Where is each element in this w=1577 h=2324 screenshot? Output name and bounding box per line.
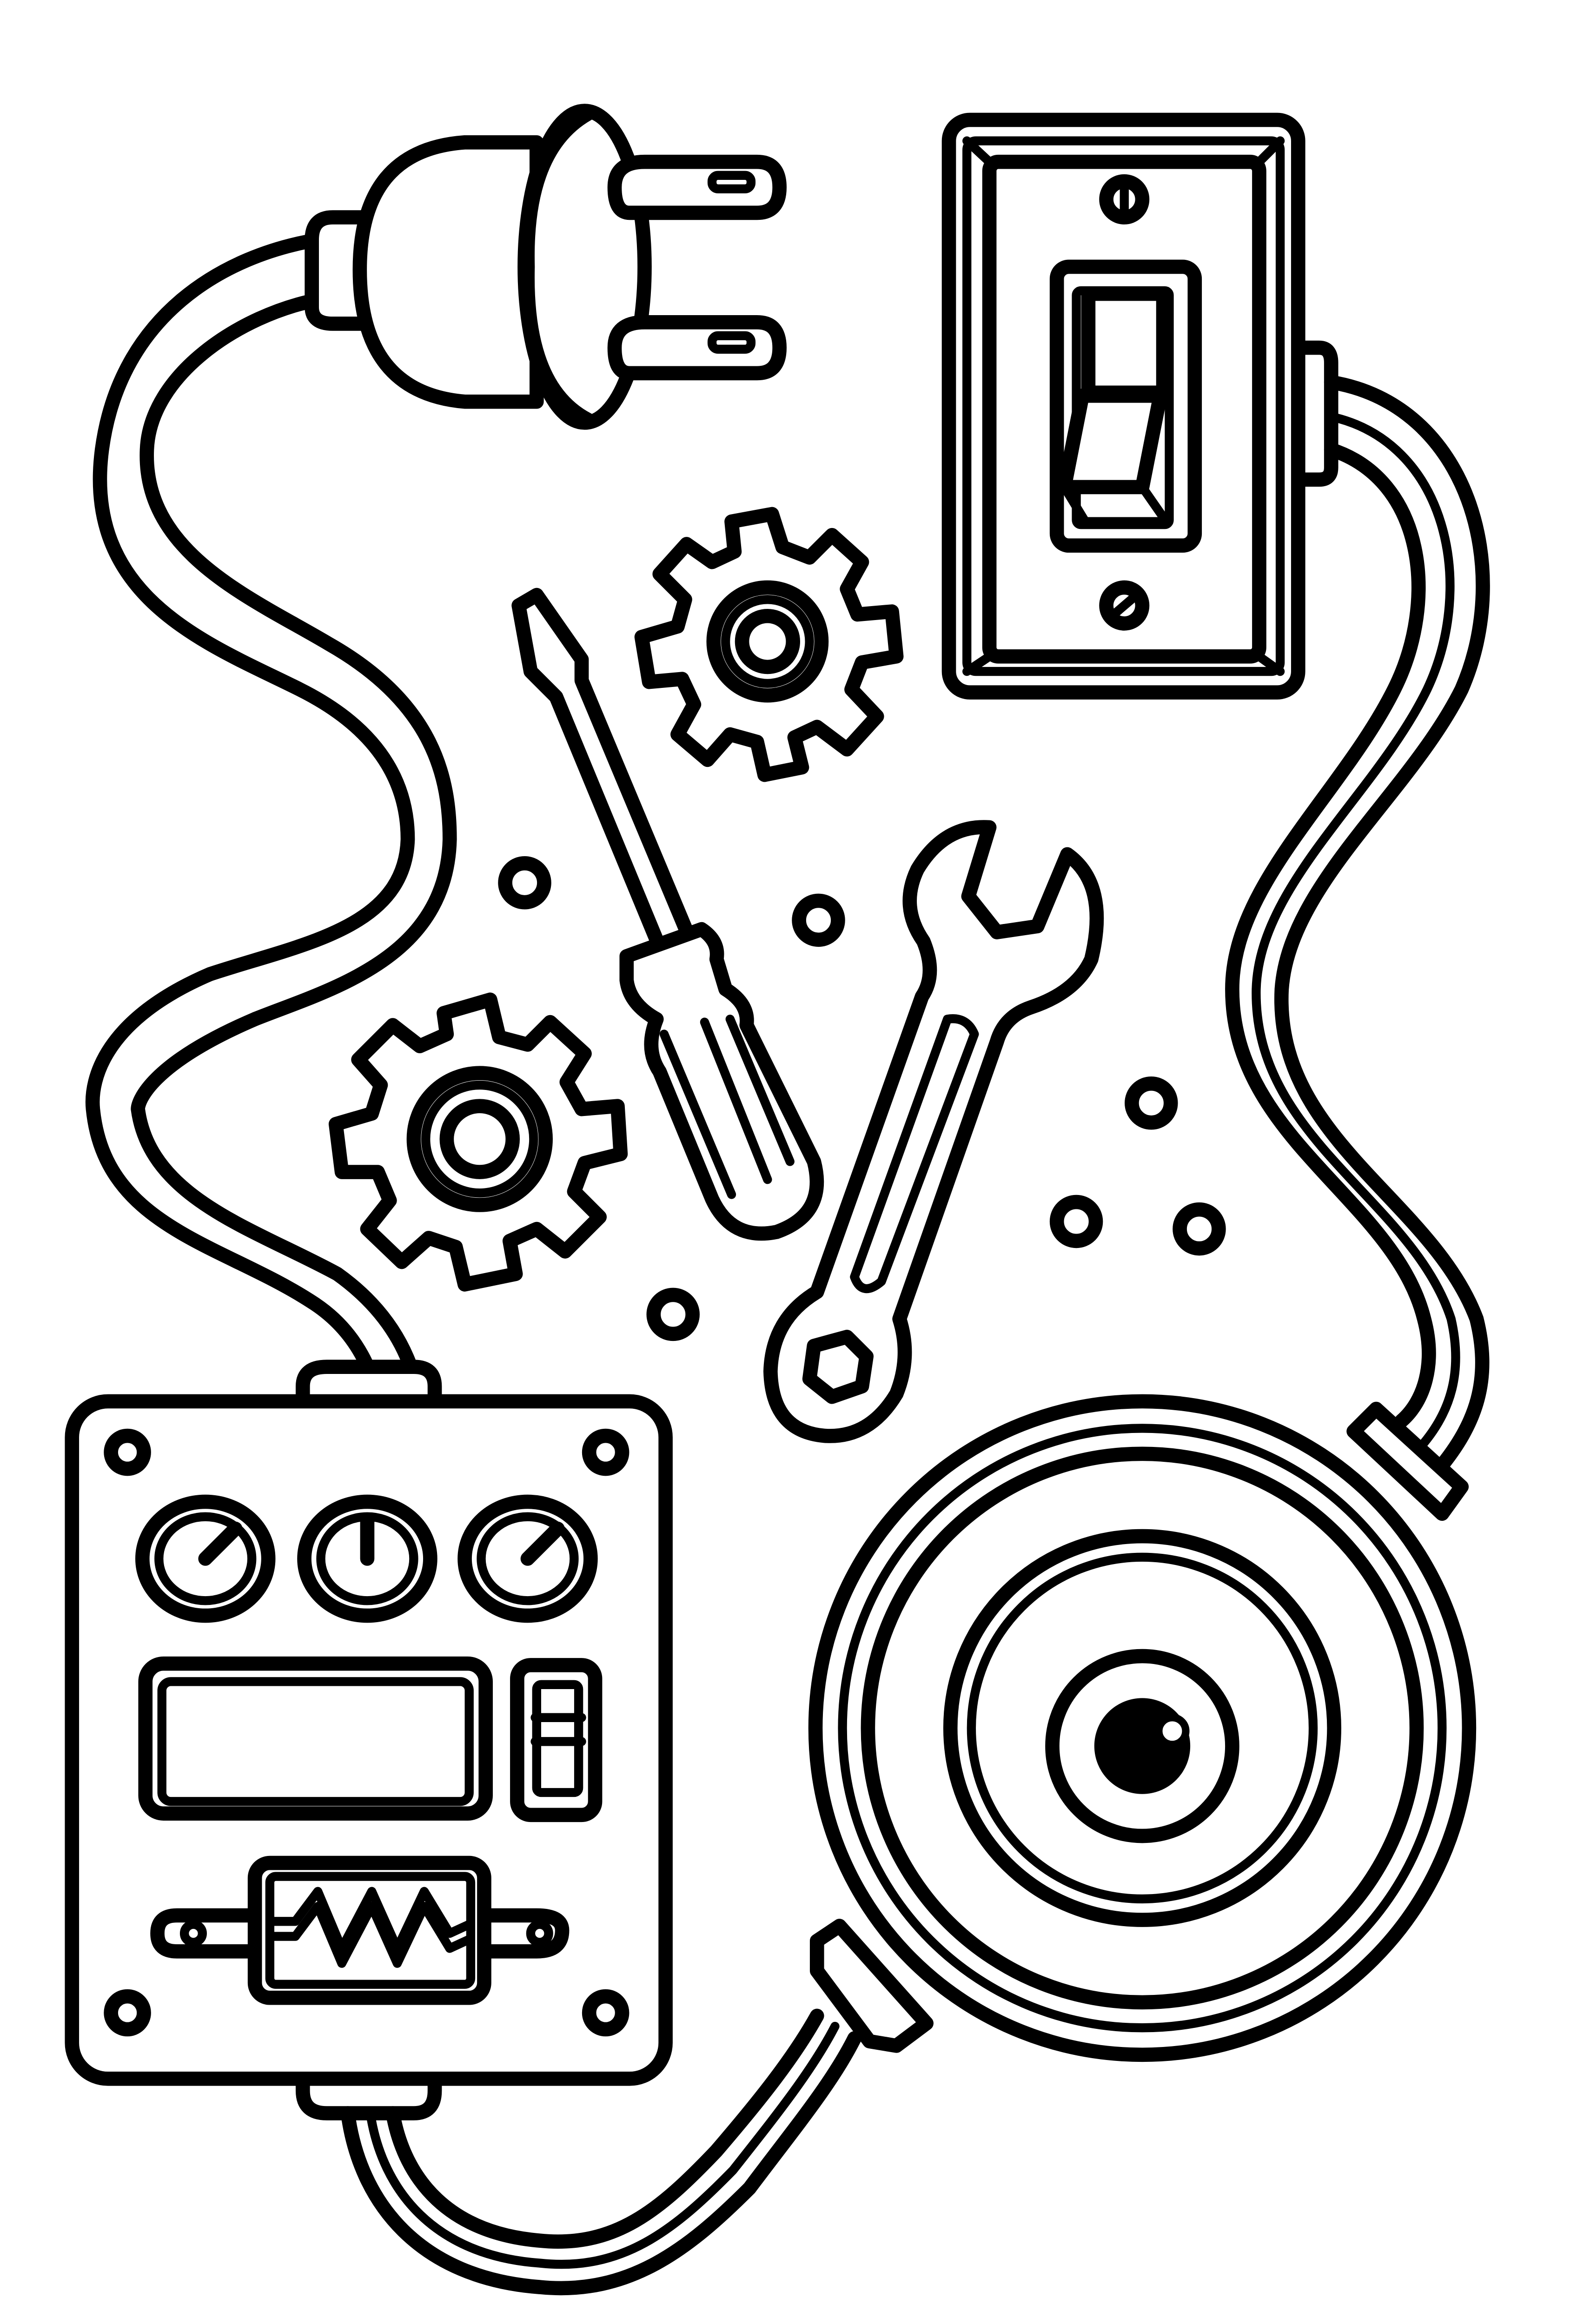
dial-right <box>457 1494 598 1623</box>
cable-reel <box>808 1394 1477 2062</box>
display-screen <box>138 1656 493 1821</box>
screwdriver <box>511 588 824 1241</box>
dial-left <box>135 1494 276 1623</box>
wall-switch <box>941 112 1338 700</box>
toggle-switch <box>510 1658 603 1822</box>
decorative-dots <box>498 856 1226 1341</box>
switch-cable <box>1225 375 1490 1476</box>
plug-cable <box>85 232 457 1409</box>
resistor <box>150 1855 570 2005</box>
gear-left <box>328 992 628 1292</box>
control-box <box>65 1360 673 2120</box>
gear-top <box>634 507 904 782</box>
dial-center <box>297 1494 437 1623</box>
wrench <box>763 820 1104 1443</box>
box-to-reel-cable <box>340 2008 862 2296</box>
plug <box>305 104 787 430</box>
